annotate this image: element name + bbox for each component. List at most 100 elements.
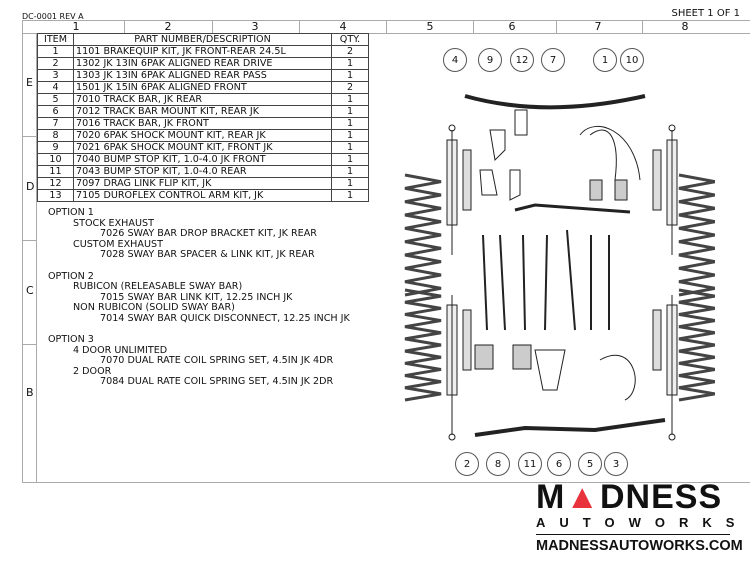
item-balloon: 10 <box>620 48 644 72</box>
shock-mount-brackets <box>479 109 528 201</box>
zone-label-row: D <box>26 180 35 193</box>
bom-header-row: ITEM PART NUMBER/DESCRIPTION QTY. <box>37 33 369 46</box>
option-part: 7028 SWAY BAR SPACER & LINK KIT, JK REAR <box>100 249 315 260</box>
bom-cell-desc: 7105 DUROFLEX CONTROL ARM KIT, JK <box>73 189 332 202</box>
bom-cell-qty: 1 <box>331 129 369 142</box>
zone-divider <box>642 20 643 33</box>
bom-header-qty: QTY. <box>331 33 369 46</box>
shock-absorber-rear-right <box>666 295 678 441</box>
coil-spring-rear-right <box>678 288 715 402</box>
item-balloon: 6 <box>547 452 571 476</box>
bom-cell-desc: 7016 TRACK BAR, JK FRONT <box>73 117 332 130</box>
option-part: 7015 SWAY BAR LINK KIT, 12.25 INCH JK <box>100 291 293 303</box>
bom-cell-qty: 1 <box>331 153 369 166</box>
bom-cell-item: 5 <box>37 93 74 106</box>
spring-coil <box>404 288 442 402</box>
option-part: 7014 SWAY BAR QUICK DISCONNECT, 12.25 IN… <box>100 312 350 324</box>
coil-spring-rear-left <box>404 288 442 402</box>
option-choice: STOCK EXHAUST <box>73 217 154 229</box>
zone-strip-left <box>22 33 37 483</box>
item-balloon: 9 <box>478 48 502 72</box>
bom-cell-desc: 7020 6PAK SHOCK MOUNT KIT, REAR JK <box>73 129 332 142</box>
bom-cell-item: 6 <box>37 105 74 118</box>
shock-absorber-rear-left <box>446 295 458 441</box>
coil-spring-front-right <box>678 173 715 297</box>
bom-cell-qty: 1 <box>331 189 369 202</box>
spacer <box>48 261 350 272</box>
zone-divider <box>22 136 36 137</box>
bom-cell-desc: 7097 DRAG LINK FLIP KIT, JK <box>73 177 332 190</box>
item-balloon: 2 <box>455 452 479 476</box>
website-url[interactable]: MADNESSAUTOWORKS.COM <box>536 538 743 554</box>
option-part: 7084 DUAL RATE COIL SPRING SET, 4.5IN JK… <box>100 376 334 387</box>
bom-cell-qty: 1 <box>331 93 369 106</box>
bom-cell-qty: 2 <box>331 81 369 94</box>
bom-header-desc: PART NUMBER/DESCRIPTION <box>73 33 332 46</box>
bom-cell-qty: 1 <box>331 141 369 154</box>
item-balloon: 12 <box>510 48 534 72</box>
zone-divider <box>299 20 300 33</box>
control-arms <box>482 229 610 331</box>
bom-cell-qty: 2 <box>331 45 369 58</box>
zone-label-col: 8 <box>681 20 689 33</box>
bom-cell-qty: 1 <box>331 177 369 190</box>
logo-divider <box>536 534 730 535</box>
zone-label-row: C <box>26 284 34 297</box>
option-part: 7026 SWAY BAR DROP BRACKET KIT, JK REAR <box>100 228 317 239</box>
bom-cell-desc: 7010 TRACK BAR, JK REAR <box>73 93 332 106</box>
exploded-parts-diagram <box>404 94 715 441</box>
madness-autoworks-logo: M▲DNESS AUTOWORKS MADNESSAUTOWORKS.COM <box>536 478 743 554</box>
option-choice: CUSTOM EXHAUST <box>73 238 163 250</box>
bom-cell-qty: 1 <box>331 165 369 178</box>
option-choice: 2 DOOR <box>73 365 112 377</box>
option-part: 7070 DUAL RATE COIL SPRING SET, 4.5IN JK… <box>100 355 334 366</box>
option-choice: NON RUBICON (SOLID SWAY BAR) <box>73 302 235 313</box>
option-title: OPTION 2 <box>48 270 94 282</box>
spring-coil <box>404 173 442 297</box>
bom-cell-item: 3 <box>37 69 74 82</box>
shock-absorber-front-left <box>446 124 458 255</box>
shock-absorber-front-right <box>666 124 678 255</box>
zone-label-col: 2 <box>164 20 172 33</box>
bom-cell-qty: 1 <box>331 57 369 70</box>
zone-label-col: 1 <box>72 20 80 33</box>
bom-cell-desc: 1302 JK 13IN 6PAK ALIGNED REAR DRIVE <box>73 57 332 70</box>
sheet-number: SHEET 1 OF 1 <box>671 8 741 19</box>
bom-cell-qty: 1 <box>331 105 369 118</box>
reservoir-pair <box>462 149 662 371</box>
track-bar-mount <box>534 349 566 391</box>
bom-cell-item: 13 <box>37 189 74 202</box>
logo-wordmark: M▲DNESS <box>536 478 723 516</box>
option-title: OPTION 3 <box>48 334 94 345</box>
zone-divider <box>22 240 36 241</box>
bom-header-item: ITEM <box>37 33 74 46</box>
bom-cell-item: 9 <box>37 141 74 154</box>
zone-divider <box>124 20 125 33</box>
spring-coil <box>678 288 715 402</box>
bom-cell-desc: 7040 BUMP STOP KIT, 1.0-4.0 JK FRONT <box>73 153 332 166</box>
zone-label-row: E <box>26 76 33 89</box>
drag-link <box>464 94 646 110</box>
coil-spring-front-left <box>404 173 442 297</box>
bom-cell-item: 10 <box>37 153 74 166</box>
bom-cell-desc: 7012 TRACK BAR MOUNT KIT, REAR JK <box>73 105 332 118</box>
zone-divider <box>473 20 474 33</box>
zone-label-col: 6 <box>508 20 516 33</box>
zone-label-col: 4 <box>339 20 347 33</box>
item-balloon: 7 <box>541 48 565 72</box>
brake-lines <box>579 125 641 401</box>
